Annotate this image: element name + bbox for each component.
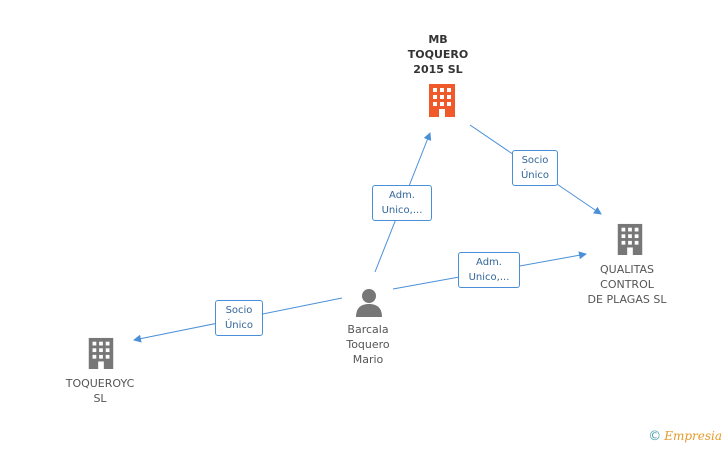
edge-label-line: Único bbox=[520, 170, 550, 181]
node-label-line: 2015 SL bbox=[413, 63, 463, 76]
node-label-line: Mario bbox=[352, 353, 384, 366]
edge-label-line: Unico,... bbox=[468, 272, 510, 283]
node-label-line: DE PLAGAS SL bbox=[587, 293, 667, 306]
edge-label-line: Socio bbox=[225, 305, 253, 316]
edge-label-line: Unico,... bbox=[381, 205, 423, 216]
node-label-line: CONTROL bbox=[600, 278, 654, 291]
node-label-line: QUALITAS bbox=[600, 263, 654, 276]
node-label-line: Toquero bbox=[346, 338, 390, 351]
edge-label-mb-qualitas[interactable]: Socio Único bbox=[512, 150, 558, 186]
node-label-qualitas[interactable]: QUALITAS CONTROL DE PLAGAS SL bbox=[568, 262, 686, 307]
building-icon[interactable] bbox=[425, 82, 459, 118]
node-label-line: TOQUERO bbox=[407, 48, 469, 61]
node-label-toqueroyc[interactable]: TOQUEROYC SL bbox=[50, 376, 150, 406]
edge-label-line: Único bbox=[224, 320, 254, 331]
edge-label-barcala-toqueroyc[interactable]: Socio Único bbox=[215, 300, 263, 336]
edge-label-line: Adm. bbox=[476, 257, 502, 268]
node-label-line: TOQUEROYC bbox=[65, 377, 135, 390]
node-label-line: MB bbox=[428, 33, 448, 46]
edge-label-barcala-mb[interactable]: Adm. Unico,... bbox=[372, 185, 432, 221]
brand-watermark: ©Empresia bbox=[648, 429, 722, 444]
node-label-barcala[interactable]: Barcala Toquero Mario bbox=[318, 322, 418, 367]
person-icon[interactable] bbox=[354, 287, 384, 317]
node-label-line: Barcala bbox=[347, 323, 389, 336]
edge-label-line: Adm. bbox=[389, 190, 415, 201]
node-label-mb-toquero[interactable]: MB TOQUERO 2015 SL bbox=[388, 32, 488, 77]
node-label-line: SL bbox=[93, 392, 107, 405]
building-icon[interactable] bbox=[85, 336, 117, 370]
brand-name: Empresia bbox=[664, 429, 722, 443]
building-icon[interactable] bbox=[614, 222, 646, 256]
edge-label-line: Socio bbox=[521, 155, 549, 166]
edge-label-barcala-qualitas[interactable]: Adm. Unico,... bbox=[458, 252, 520, 288]
copyright-icon: © bbox=[648, 429, 662, 444]
